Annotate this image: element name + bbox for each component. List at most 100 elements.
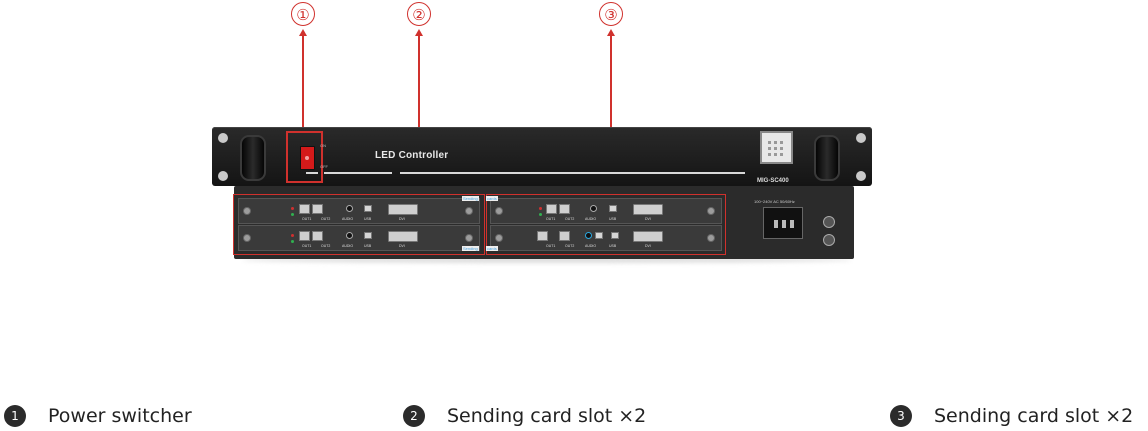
out2-port [559,231,570,241]
out1-label: OUT1 [546,244,556,248]
status-led [291,213,294,216]
dvi-port [388,231,418,242]
ground-terminal-icon [823,234,835,246]
dvi-label: DVI [645,217,651,221]
screw-icon [495,234,503,242]
audio-label: AUDIO [342,217,354,221]
ground-terminal-icon [823,216,835,228]
callout-2-arrow [415,29,423,36]
power-switch-highlight [286,131,323,183]
out1-port [299,204,310,214]
screw-icon [707,207,715,215]
power-switch-icon [300,146,315,170]
screw-icon [495,207,503,215]
status-led [291,234,294,237]
out1-port [546,204,557,214]
screw-icon [243,207,251,215]
audio-label: AUDIO [585,244,597,248]
sending-card: OUT1 OUT2 AUDIO USB DVI [238,198,480,224]
out2-port [312,231,323,241]
status-led [291,207,294,210]
panel-stripe [306,172,318,174]
audio-label: AUDIO [342,244,354,248]
usb-label: USB [609,217,617,221]
power-inlet-icon [763,207,803,239]
usb-port [595,232,603,239]
dvi-port [388,204,418,215]
right-handle [814,135,840,181]
status-led [539,207,542,210]
rack-hole-icon [856,171,866,181]
callout-2-line [418,36,420,196]
legend-number-1: 1 [4,405,26,427]
legend-label-1: Power switcher [48,405,192,427]
sending-card: OUT1 OUT2 AUDIO USB DVI [238,225,480,251]
usb-port [611,232,619,239]
dvi-label: DVI [399,244,405,248]
sending-tag: Sending [462,196,479,201]
sending-card: OUT1 OUT2 AUDIO USB DVI [490,198,722,224]
out2-port [312,204,323,214]
out1-port [299,231,310,241]
callout-3-marker: ③ [599,2,623,26]
audio-port [585,232,592,239]
audio-port [590,205,597,212]
out2-label: OUT2 [321,217,331,221]
out2-label: OUT2 [565,217,575,221]
audio-port [346,205,353,212]
out2-port [559,204,570,214]
power-rating-label: 100~240V AC 50/60Hz [754,199,795,204]
usb-label: USB [364,244,372,248]
panel-stripe [400,172,745,174]
out1-port [537,231,548,241]
device-title: LED Controller [375,150,449,161]
front-panel: ON OFF LED Controller MIG-SC400 [212,127,872,186]
model-label: MIG-SC400 [757,178,789,184]
audio-port [346,232,353,239]
switch-on-label: ON [320,143,326,148]
callout-2-marker: ② [407,2,431,26]
sending-card: OUT1 OUT2 AUDIO USB DVI [490,225,722,251]
usb-port [364,232,372,239]
screw-icon [707,234,715,242]
callout-3-line [610,36,612,196]
callout-3-arrow [607,29,615,36]
sending-tag: Sending [462,246,479,251]
rack-hole-icon [218,171,228,181]
out2-label: OUT2 [321,244,331,248]
brand-logo-icon [760,131,793,164]
rack-hole-icon [218,133,228,143]
screw-icon [243,234,251,242]
cards-tag: cards [486,246,498,251]
panel-stripe [324,172,392,174]
dvi-port [633,231,663,242]
legend-label-3: Sending card slot ×2 [934,405,1134,427]
callout-1-line [302,36,304,133]
usb-port [364,205,372,212]
out1-label: OUT1 [302,217,312,221]
out2-label: OUT2 [565,244,575,248]
dvi-label: DVI [645,244,651,248]
usb-port [609,205,617,212]
rack-hole-icon [856,133,866,143]
legend-label-2: Sending card slot ×2 [447,405,647,427]
device-shadow [242,257,852,263]
left-handle [240,135,266,181]
callout-1-arrow [299,29,307,36]
callout-1-marker: ① [291,2,315,26]
screw-icon [465,234,473,242]
usb-label: USB [364,217,372,221]
legend-number-2: 2 [403,405,425,427]
slot-group-3-highlight [486,194,726,255]
switch-off-label: OFF [320,164,328,169]
out1-label: OUT1 [302,244,312,248]
slot-group-2-highlight [233,194,485,255]
screw-icon [465,207,473,215]
status-led [539,213,542,216]
audio-label: AUDIO [585,217,597,221]
cards-tag: cards [486,196,498,201]
usb-label: USB [609,244,617,248]
dvi-label: DVI [399,217,405,221]
status-led [291,240,294,243]
legend-number-3: 3 [890,405,912,427]
